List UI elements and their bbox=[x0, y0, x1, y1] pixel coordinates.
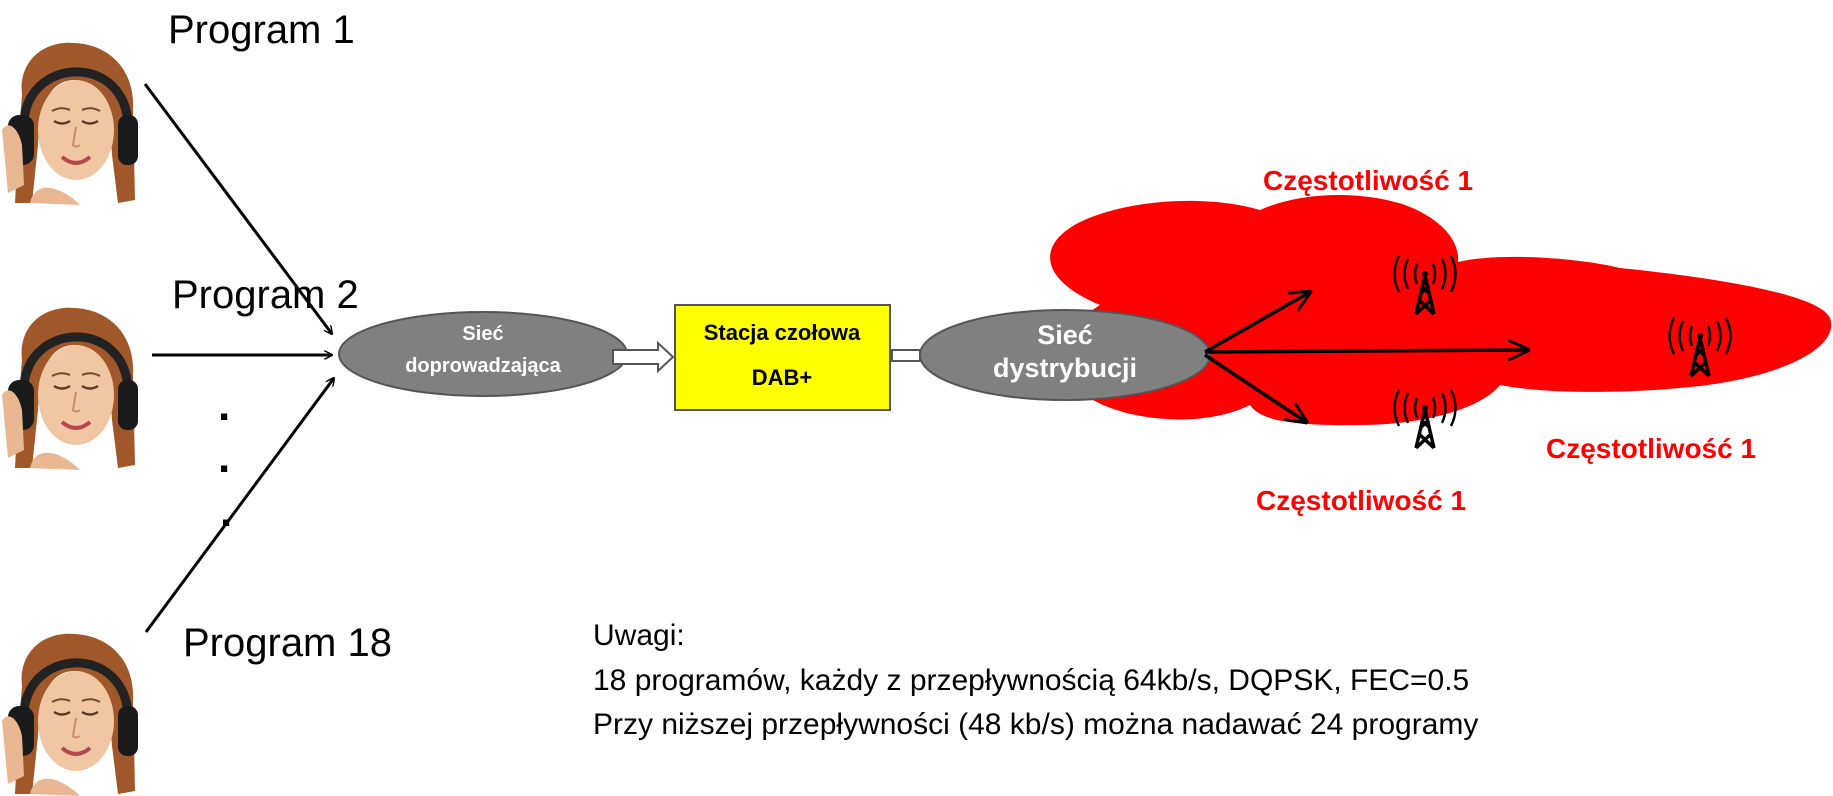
headphones-listener-image bbox=[0, 300, 140, 470]
frequency-label: Częstotliwość 1 bbox=[1263, 165, 1473, 196]
program-label: Program 1 bbox=[168, 8, 355, 52]
coverage-areas bbox=[1050, 194, 1832, 426]
ellipsis-dot: . bbox=[218, 433, 230, 482]
distribution-network-label: dystrybucji bbox=[993, 353, 1137, 383]
frequency-label: Częstotliwość 1 bbox=[1256, 485, 1466, 516]
notes-block: Uwagi: 18 programów, każdy z przepływnoś… bbox=[593, 619, 1478, 741]
program-label: Program 2 bbox=[172, 273, 359, 317]
coverage-area-large bbox=[1050, 194, 1832, 426]
headend-label: DAB+ bbox=[752, 365, 813, 390]
distribution-arrow bbox=[1204, 292, 1310, 354]
program-arrow bbox=[143, 83, 332, 334]
feeder-network-label: doprowadzająca bbox=[405, 355, 561, 377]
notes-title: Uwagi: bbox=[593, 619, 685, 652]
ellipsis-dot: . bbox=[218, 381, 230, 430]
distribution-arrow bbox=[1204, 350, 1528, 352]
program-arrow bbox=[144, 378, 334, 633]
hollow-arrow-icon bbox=[612, 340, 675, 374]
distribution-network-node: Sieć dystrybucji bbox=[919, 309, 1211, 401]
distribution-arrow bbox=[1204, 353, 1306, 422]
distribution-network-label: Sieć bbox=[1037, 320, 1093, 350]
connector bbox=[891, 349, 921, 362]
headphones-listener-image bbox=[0, 35, 140, 205]
ellipsis-dot: . bbox=[220, 487, 232, 536]
notes-line: 18 programów, każdy z przepływnością 64k… bbox=[593, 664, 1469, 697]
headend-label: Stacja czołowa bbox=[704, 320, 861, 345]
program-label: Program 18 bbox=[183, 621, 392, 665]
feeder-network-label: Sieć bbox=[462, 323, 503, 345]
feeder-network-node: Sieć doprowadzająca bbox=[338, 311, 628, 397]
frequency-label: Częstotliwość 1 bbox=[1546, 433, 1756, 464]
headphones-listener-image bbox=[0, 626, 140, 796]
notes-line: Przy niższej przepływności (48 kb/s) moż… bbox=[593, 708, 1478, 741]
headend-station-box: Stacja czołowa DAB+ bbox=[674, 304, 891, 411]
